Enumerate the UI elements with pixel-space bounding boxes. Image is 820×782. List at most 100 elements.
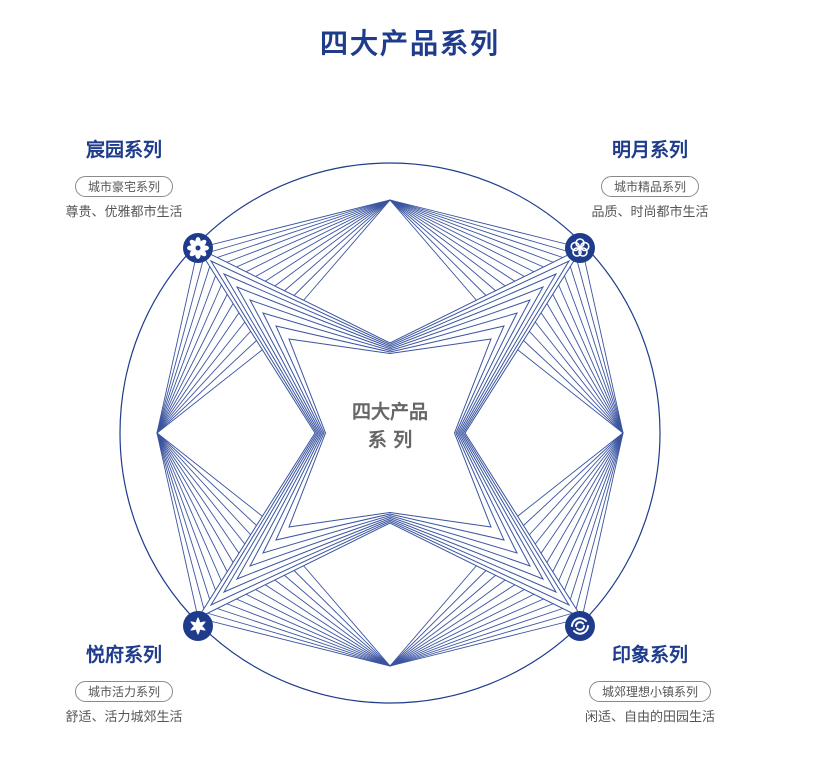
ray-line	[569, 432, 624, 600]
series-desc: 闲适、自由的田园生活	[584, 710, 715, 725]
ray-line	[581, 432, 624, 619]
ray-line	[552, 432, 624, 572]
ray-line	[236, 598, 391, 667]
series-tag: 城市精品系列	[600, 176, 699, 197]
ray-line	[575, 257, 624, 434]
series-yuefu: 悦府系列 城市活力系列 舒适、活力城郊生活	[24, 643, 224, 727]
ray-line	[197, 617, 391, 667]
ray-line	[156, 432, 199, 619]
ray-line	[389, 598, 544, 667]
ray-line	[529, 330, 624, 434]
series-name: 明月系列	[611, 139, 688, 161]
ray-line	[389, 199, 554, 263]
ray-line	[389, 589, 525, 667]
ray-line	[284, 199, 391, 292]
ray-line	[156, 340, 257, 434]
ray-line	[156, 294, 228, 434]
ray-line	[389, 199, 573, 254]
ray-line	[245, 593, 391, 667]
ray-line	[156, 432, 234, 563]
ray-line	[389, 617, 583, 667]
series-desc: 尊贵、优雅都市生活	[65, 205, 183, 220]
ray-line	[156, 432, 228, 572]
ray-line	[389, 199, 487, 296]
ray-line	[389, 570, 487, 667]
ray-line	[156, 432, 205, 609]
ray-line	[156, 432, 263, 517]
ray-line	[546, 432, 624, 563]
ray-line	[217, 608, 391, 667]
ray-line	[564, 432, 624, 591]
nested-stars	[196, 246, 584, 620]
ray-line	[303, 565, 391, 667]
center-label-line2: 系 列	[367, 429, 413, 451]
ray-line	[389, 199, 583, 249]
series-yinxiang: 印象系列 城郊理想小镇系列 闲适、自由的田园生活	[550, 643, 750, 727]
ray-line	[389, 593, 535, 667]
ray-line	[389, 612, 573, 667]
ray-line	[156, 330, 251, 434]
ray-line	[264, 584, 391, 667]
ray-line	[156, 275, 216, 434]
star-outline	[248, 299, 532, 567]
ray-line	[156, 432, 251, 536]
ray-line	[575, 432, 624, 609]
swirl-icon	[565, 611, 595, 641]
series-mingyue: 明月系列 城市精品系列 品质、时尚都市生活	[550, 138, 750, 222]
series-name: 宸园系列	[85, 139, 162, 161]
ray-line	[226, 199, 391, 263]
ray-line	[255, 589, 391, 667]
ray-line	[156, 432, 222, 582]
ray-line	[264, 199, 391, 282]
ray-line	[569, 266, 624, 434]
ray-line	[156, 284, 222, 434]
ray-line	[207, 612, 391, 667]
blossom-icon	[565, 233, 595, 263]
ray-line	[217, 199, 391, 258]
ray-line	[156, 312, 240, 434]
ray-line	[236, 199, 391, 268]
ray-line	[529, 432, 624, 536]
star-outline	[235, 286, 545, 580]
ray-line	[389, 199, 516, 282]
ray-line	[389, 199, 506, 287]
ray-line	[156, 303, 234, 434]
lotus-icon	[183, 611, 213, 641]
ray-line	[156, 432, 257, 526]
star-outline	[222, 272, 558, 594]
star-outline	[275, 325, 505, 541]
ray-line	[293, 199, 391, 296]
ray-line	[389, 584, 516, 667]
series-tag: 城市活力系列	[74, 681, 173, 702]
ray-line	[389, 574, 496, 667]
ray-line	[156, 349, 263, 434]
ray-line	[389, 608, 563, 667]
series-chenyuan: 宸园系列 城市豪宅系列 尊贵、优雅都市生活	[24, 138, 224, 222]
ray-line	[389, 565, 477, 667]
series-tag: 城市豪宅系列	[74, 176, 173, 197]
ray-line	[156, 432, 216, 591]
ray-line	[389, 603, 554, 667]
ray-line	[523, 432, 624, 526]
ray-line	[284, 574, 391, 667]
star-outline	[209, 259, 571, 607]
ray-lines	[156, 199, 624, 667]
ray-line	[389, 199, 535, 273]
series-name: 悦府系列	[85, 644, 162, 666]
ray-line	[558, 284, 624, 434]
center-label: 四大产品 系 列	[310, 398, 470, 454]
ray-line	[517, 432, 624, 517]
ray-line	[389, 199, 544, 268]
center-label-line1: 四大产品	[351, 401, 428, 423]
ray-line	[274, 199, 391, 287]
ray-line	[540, 312, 624, 434]
ray-line	[581, 247, 624, 434]
ray-line	[534, 321, 624, 434]
ray-line	[389, 199, 496, 292]
ray-line	[156, 432, 240, 554]
flower-icon	[183, 233, 213, 263]
ray-line	[245, 199, 391, 273]
ray-line	[255, 199, 391, 277]
ray-line	[564, 275, 624, 434]
